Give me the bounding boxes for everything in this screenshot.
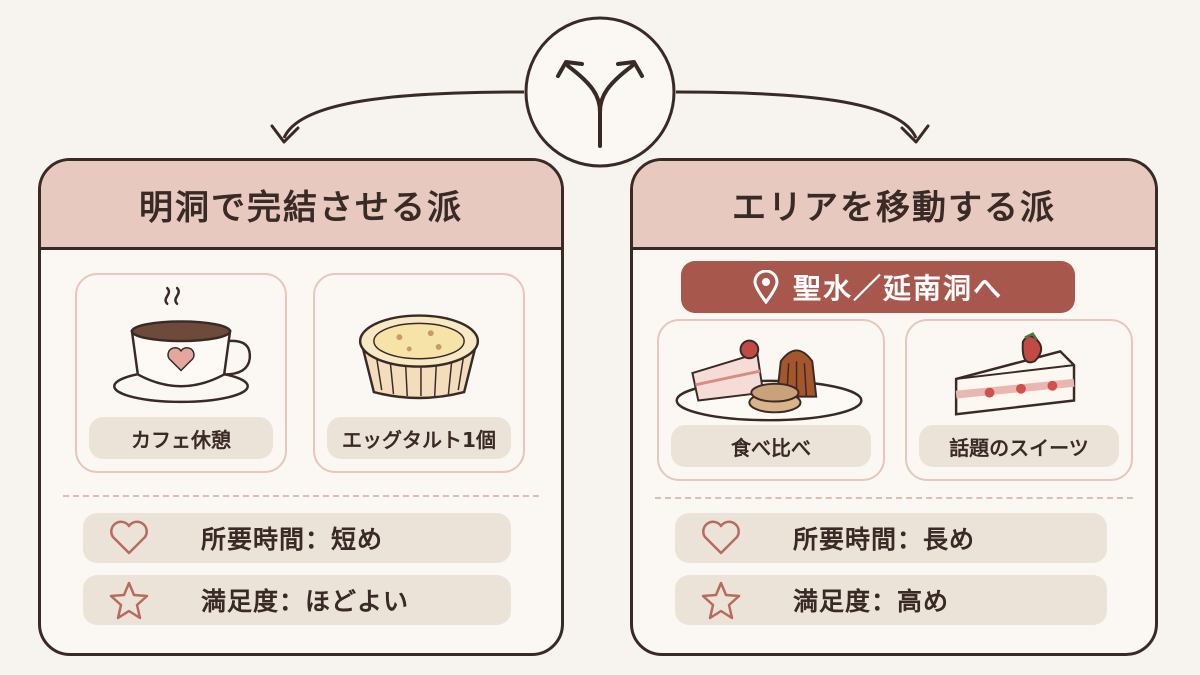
coffee-cup-icon <box>113 286 251 404</box>
satisfaction-row: 満足度：ほどよい <box>83 575 511 625</box>
card-label: エッグタルト1個 <box>327 417 511 459</box>
location-pill: 聖水／延南洞へ <box>681 261 1075 313</box>
card-label: 食べ比べ <box>671 425 871 467</box>
row-text: 満足度：高め <box>793 587 950 616</box>
card-label: カフェ休憩 <box>89 417 273 459</box>
trending-sweets-card: 話題のスイーツ <box>905 319 1133 481</box>
heart-icon <box>99 519 159 557</box>
egg-tart-icon <box>358 314 480 400</box>
heart-icon <box>691 519 751 557</box>
star-icon <box>99 580 159 620</box>
satisfaction-row: 満足度：高め <box>675 575 1107 625</box>
split-arrows-icon <box>524 16 676 168</box>
area-move-panel: エリアを移動する派 聖水／延南洞へ 食べ比べ <box>630 158 1158 656</box>
time-row: 所要時間：長め <box>675 513 1107 563</box>
star-icon <box>691 580 751 620</box>
dashed-divider <box>655 497 1133 499</box>
time-row: 所要時間：短め <box>83 513 511 563</box>
dessert-plate-icon <box>675 339 863 422</box>
dashed-divider <box>63 495 539 497</box>
row-text: 所要時間：長め <box>793 525 976 554</box>
panel-title: 明洞で完結させる派 <box>41 161 561 250</box>
location-text: 聖水／延南洞へ <box>792 272 1003 305</box>
map-pin-icon <box>753 270 779 304</box>
row-text: 満足度：ほどよい <box>201 587 410 616</box>
row-text: 所要時間：短め <box>201 525 384 554</box>
egg-tart-card: エッグタルト1個 <box>313 273 525 473</box>
cafe-card: カフェ休憩 <box>75 273 287 473</box>
card-label: 話題のスイーツ <box>919 425 1119 467</box>
myeongdong-panel: 明洞で完結させる派 カフェ休憩 エッグタルト1個 <box>38 158 564 656</box>
strawberry-cake-icon <box>954 332 1076 416</box>
panel-title: エリアを移動する派 <box>633 161 1155 250</box>
tasting-card: 食べ比べ <box>657 319 885 481</box>
